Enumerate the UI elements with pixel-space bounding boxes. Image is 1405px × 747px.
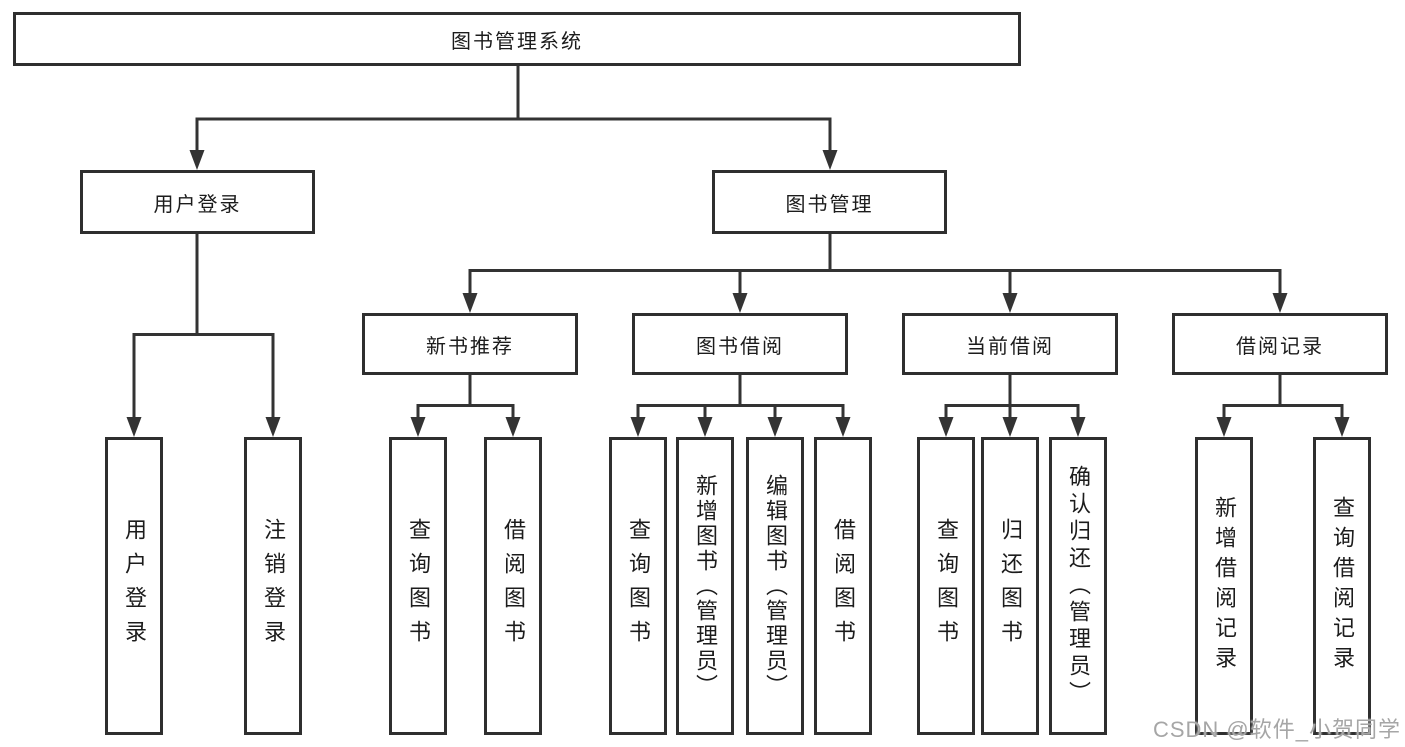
node-record-add-record: 新增借阅记录 <box>1195 437 1253 735</box>
node-new-book-recommend: 新书推荐 <box>362 313 578 375</box>
node-current-borrow: 当前借阅 <box>902 313 1118 375</box>
node-current-return-books: 归还图书 <box>981 437 1039 735</box>
node-record-add-record-label: 新增借阅记录 <box>1212 496 1237 676</box>
node-logout-label: 注销登录 <box>261 518 286 654</box>
node-login-label: 用户登录 <box>122 518 147 654</box>
node-book-borrow: 图书借阅 <box>632 313 848 375</box>
node-current-query-books: 查询图书 <box>917 437 975 735</box>
node-borrow-query-books-label: 查询图书 <box>626 518 651 654</box>
node-book-management: 图书管理 <box>712 170 947 234</box>
node-user-login-label: 用户登录 <box>153 193 242 216</box>
node-newbook-query-books-label: 查询图书 <box>406 518 431 654</box>
node-newbook-borrow-books-label: 借阅图书 <box>501 518 526 654</box>
node-current-borrow-label: 当前借阅 <box>966 335 1054 358</box>
node-newbook-borrow-books: 借阅图书 <box>484 437 542 735</box>
node-current-confirm-return-admin-label: 确认归还（管理员） <box>1066 464 1091 708</box>
node-borrow-add-books-admin: 新增图书（管理员） <box>676 437 734 735</box>
node-borrow-borrow-books-label: 借阅图书 <box>831 518 856 654</box>
node-book-management-label: 图书管理 <box>785 193 874 216</box>
node-record-query-record-label: 查询借阅记录 <box>1330 496 1355 676</box>
node-borrow-add-books-admin-label: 新增图书（管理员） <box>693 473 718 699</box>
node-borrow-borrow-books: 借阅图书 <box>814 437 872 735</box>
node-current-return-books-label: 归还图书 <box>998 518 1023 654</box>
node-record-query-record: 查询借阅记录 <box>1313 437 1371 735</box>
node-book-borrow-label: 图书借阅 <box>696 335 784 358</box>
node-root-label: 图书管理系统 <box>451 30 583 53</box>
node-root: 图书管理系统 <box>13 12 1021 66</box>
node-user-login: 用户登录 <box>80 170 315 234</box>
node-login: 用户登录 <box>105 437 163 735</box>
node-logout: 注销登录 <box>244 437 302 735</box>
node-borrow-records-label: 借阅记录 <box>1236 335 1324 358</box>
watermark: CSDN @软件_小贺同学 <box>1152 717 1401 742</box>
node-borrow-edit-books-admin: 编辑图书（管理员） <box>746 437 804 735</box>
node-current-confirm-return-admin: 确认归还（管理员） <box>1049 437 1107 735</box>
node-borrow-records: 借阅记录 <box>1172 313 1388 375</box>
node-borrow-query-books: 查询图书 <box>609 437 667 735</box>
node-newbook-query-books: 查询图书 <box>389 437 447 735</box>
node-current-query-books-label: 查询图书 <box>934 518 959 654</box>
node-new-book-recommend-label: 新书推荐 <box>426 335 514 358</box>
node-borrow-edit-books-admin-label: 编辑图书（管理员） <box>763 473 788 699</box>
